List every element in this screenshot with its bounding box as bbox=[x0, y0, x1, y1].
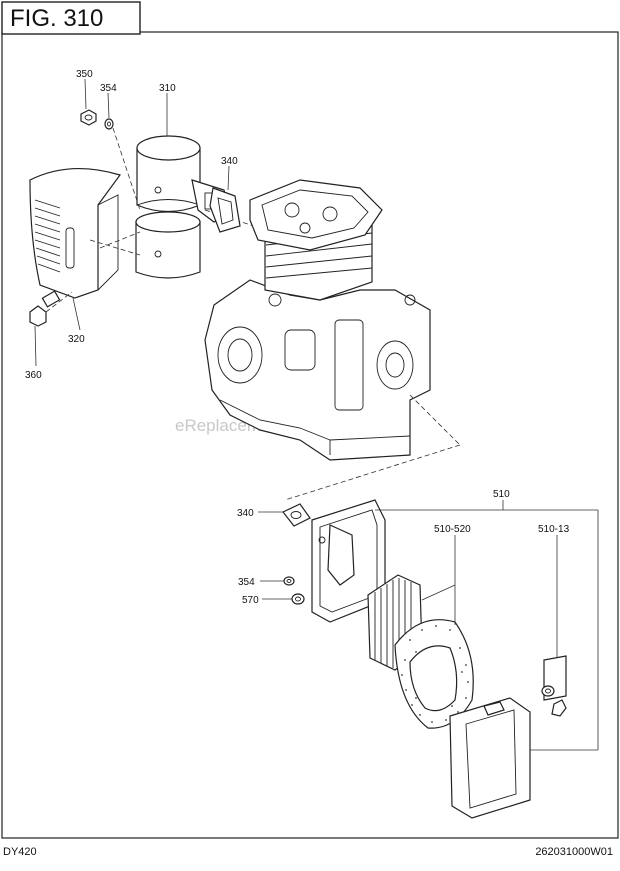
engine-block bbox=[204, 179, 431, 461]
pre-cleaner-foam bbox=[394, 619, 474, 729]
diagram-frame bbox=[1, 31, 619, 839]
bolt-360 bbox=[29, 290, 61, 327]
footer-model: DY420 bbox=[3, 846, 37, 858]
callout-510-520: 510-520 bbox=[434, 524, 471, 535]
figure-title-box: FIG. 310 bbox=[1, 1, 141, 35]
callout-570: 570 bbox=[242, 595, 259, 606]
callout-350: 350 bbox=[76, 69, 93, 80]
callout-354-bottom: 354 bbox=[238, 577, 255, 588]
nut-570 bbox=[291, 593, 305, 605]
gasket-340-top bbox=[209, 187, 241, 233]
callout-340-bottom: 340 bbox=[237, 508, 254, 519]
footer-doc-number: 262031000W01 bbox=[535, 846, 613, 858]
callout-510-13: 510-13 bbox=[538, 524, 570, 535]
muffler-cover-320 bbox=[29, 168, 121, 299]
leader-lines bbox=[34, 78, 599, 751]
wing-nut-510-13 bbox=[541, 655, 567, 717]
nut-350 bbox=[80, 109, 97, 126]
air-cleaner-cover bbox=[449, 697, 531, 819]
callout-510: 510 bbox=[493, 489, 510, 500]
callout-340-top: 340 bbox=[221, 156, 238, 167]
washer-354-bottom bbox=[283, 576, 295, 586]
callout-310: 310 bbox=[159, 83, 176, 94]
gasket-340-bottom bbox=[282, 503, 311, 527]
callout-320: 320 bbox=[68, 334, 85, 345]
figure-title: FIG. 310 bbox=[10, 5, 103, 32]
washer-354-top bbox=[104, 118, 114, 130]
callout-360: 360 bbox=[25, 370, 42, 381]
callout-354-top: 354 bbox=[100, 83, 117, 94]
